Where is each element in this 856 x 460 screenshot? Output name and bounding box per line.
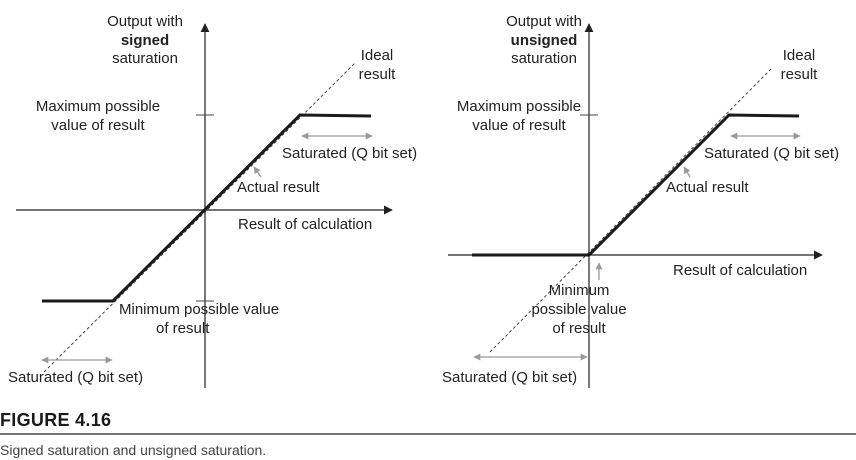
- signed-saturation-diagram: Output with signed saturation Ideal resu…: [8, 13, 417, 388]
- unsigned-y-axis-label-line1: Output with: [506, 13, 582, 30]
- unsigned-saturated-bottom-label: Saturated (Q bit set): [442, 369, 577, 386]
- unsigned-min-label-line1: Minimum: [549, 282, 610, 299]
- signed-y-axis-label-line1: Output with: [107, 13, 183, 30]
- unsigned-max-label-line2: value of result: [472, 117, 566, 134]
- signed-y-axis-label-line3: saturation: [112, 50, 178, 67]
- signed-saturated-bottom-label: Saturated (Q bit set): [8, 369, 143, 386]
- signed-actual-result-pointer: [253, 166, 262, 178]
- unsigned-ideal-label-line2: result: [781, 66, 819, 83]
- unsigned-ideal-label-line1: Ideal: [783, 47, 816, 64]
- unsigned-min-label-line2: possible value: [531, 301, 626, 318]
- signed-ideal-label-line2: result: [359, 66, 397, 83]
- signed-ideal-label-line1: Ideal: [361, 47, 394, 64]
- figure-caption-text: Signed saturation and unsigned saturatio…: [0, 442, 266, 458]
- unsigned-min-label-line3: of result: [552, 320, 606, 337]
- signed-max-label-line1: Maximum possible: [36, 98, 160, 115]
- unsigned-actual-result-label: Actual result: [666, 179, 749, 196]
- unsigned-x-axis-label: Result of calculation: [673, 262, 807, 279]
- unsigned-actual-result-pointer: [683, 166, 691, 178]
- signed-saturated-top-label: Saturated (Q bit set): [282, 145, 417, 162]
- figure-caption: FIGURE 4.16 Signed saturation and unsign…: [0, 410, 856, 458]
- signed-x-axis-label: Result of calculation: [238, 216, 372, 233]
- unsigned-ideal-line: [489, 68, 772, 353]
- unsigned-y-axis-label-line2: unsigned: [511, 32, 578, 49]
- signed-actual-result-curve: [42, 113, 372, 303]
- unsigned-actual-result-curve: [472, 113, 800, 257]
- signed-min-label-line2: of result: [156, 320, 210, 337]
- signed-max-label-line2: value of result: [51, 117, 145, 134]
- signed-actual-result-label: Actual result: [237, 179, 320, 196]
- unsigned-max-label-line1: Maximum possible: [457, 98, 581, 115]
- unsigned-saturated-top-label: Saturated (Q bit set): [704, 145, 839, 162]
- signed-y-axis-label-line2: signed: [121, 32, 169, 49]
- unsigned-y-axis-label-line3: saturation: [511, 50, 577, 67]
- signed-min-label-line1: Minimum possible value: [119, 301, 279, 318]
- figure-caption-title: FIGURE 4.16: [0, 410, 111, 430]
- unsigned-saturation-diagram: Output with unsigned saturation Ideal re…: [442, 13, 839, 388]
